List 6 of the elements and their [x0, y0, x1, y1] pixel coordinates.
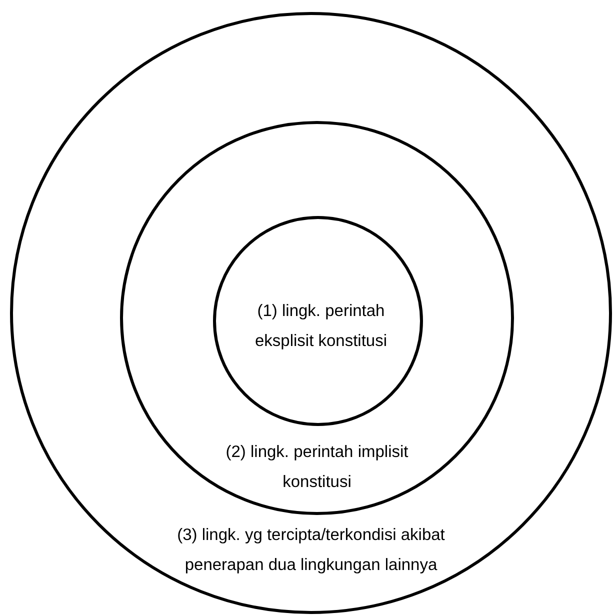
ring-circle	[213, 216, 423, 426]
ring-circle	[10, 12, 612, 614]
ring-label: (2) lingk. perintah implisit konstitusi	[224, 442, 410, 493]
ring-label: (1) lingk. perintah eksplisit konstitusi	[254, 301, 388, 352]
ring-circle	[120, 121, 514, 515]
ring-label: (3) lingk. yg tercipta/terkondisi akibat penerapan dua lingkungan lainnya	[176, 525, 446, 576]
